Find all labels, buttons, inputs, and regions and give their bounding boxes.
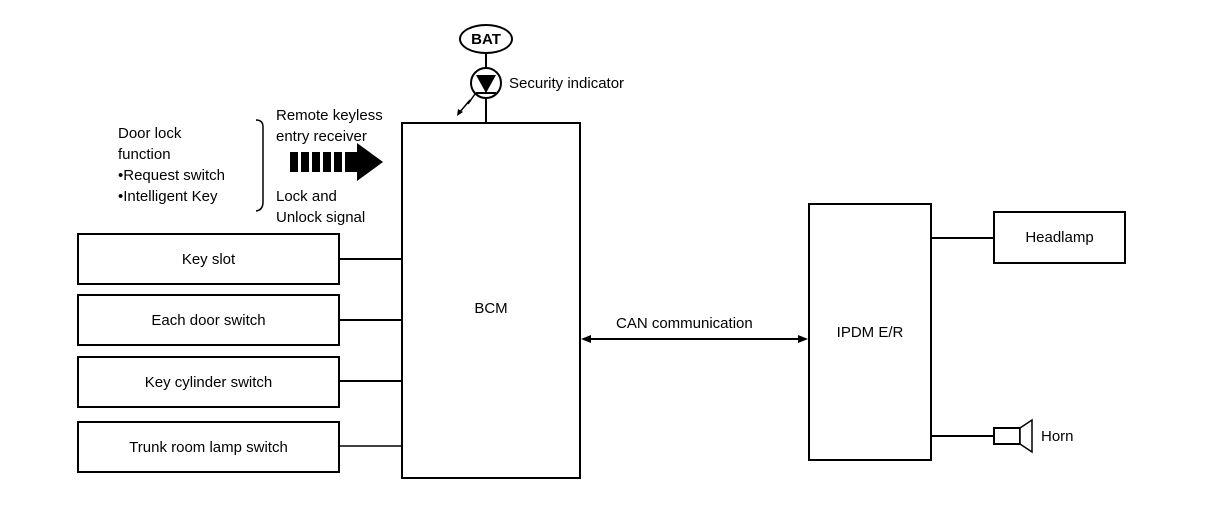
input-label: Key slot [181, 250, 236, 268]
input-box-trunk-room-lamp-switch: Trunk room lamp switch [77, 421, 340, 473]
receiver-line2: entry receiver [276, 128, 367, 145]
can-communication-label: CAN communication [616, 315, 753, 332]
input-box-each-door-switch: Each door switch [77, 294, 340, 346]
signal-line1: Lock and [276, 188, 337, 205]
input-label: Each door switch [151, 311, 266, 329]
door-lock-item-request-switch: •Request switch [118, 167, 225, 184]
door-lock-title-line2: function [118, 146, 171, 163]
door-lock-item-intelligent-key: •Intelligent Key [118, 188, 218, 205]
can-arrow-left-icon [581, 335, 591, 343]
input-label: Trunk room lamp switch [129, 438, 288, 456]
ipdm-module: IPDM E/R [808, 203, 932, 461]
door-lock-brace [255, 119, 264, 212]
headlamp-label: Headlamp [1025, 229, 1094, 246]
signal-label-group: Lock and Unlock signal [276, 186, 365, 228]
signal-line2: Unlock signal [276, 209, 366, 226]
door-lock-title-line1: Door lock [118, 125, 182, 142]
diode-triangle-icon [476, 75, 496, 93]
input-box-key-cylinder-switch: Key cylinder switch [77, 356, 340, 408]
output-box-headlamp: Headlamp [993, 211, 1126, 264]
input-box-key-slot: Key slot [77, 233, 340, 285]
battery-label: BAT [471, 30, 501, 48]
signal-arrow-icon [290, 143, 383, 181]
battery-terminal: BAT [459, 24, 513, 54]
security-indicator-label: Security indicator [509, 75, 625, 92]
horn-icon [993, 418, 1033, 454]
horn-label: Horn [1041, 428, 1074, 445]
bcm-label: BCM [474, 300, 508, 317]
light-emission-arrowhead [457, 109, 463, 116]
ipdm-label: IPDM E/R [836, 323, 904, 341]
receiver-line1: Remote keyless [276, 107, 383, 124]
bcm-module: BCM [401, 122, 581, 479]
input-label: Key cylinder switch [144, 373, 273, 391]
door-lock-function-group: Door lock function •Request switch •Inte… [118, 123, 225, 207]
receiver-label-group: Remote keyless entry receiver [276, 105, 383, 147]
can-arrow-right-icon [798, 335, 808, 343]
light-emission-icon [458, 93, 476, 114]
